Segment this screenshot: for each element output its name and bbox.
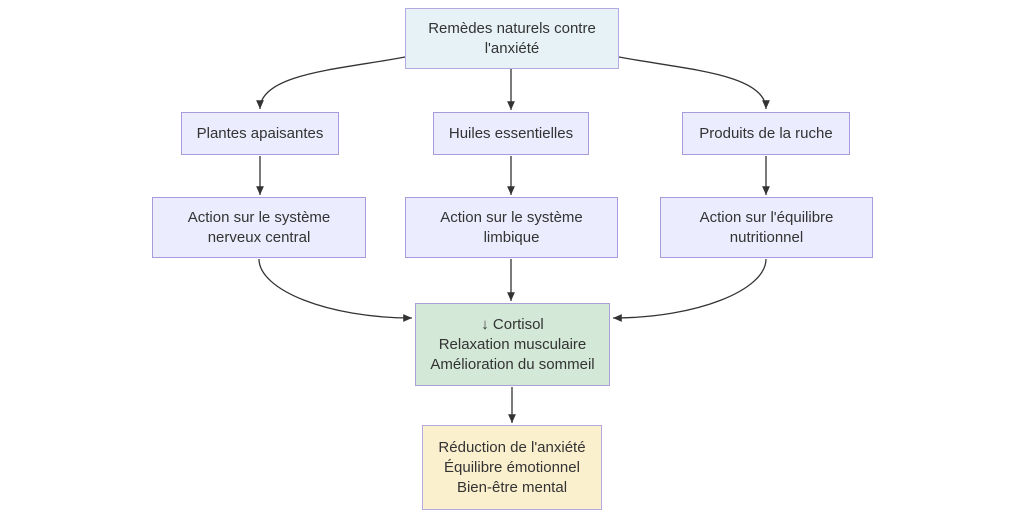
node-label-line: Huiles essentielles: [448, 124, 574, 142]
node-label-line: Action sur le système: [440, 208, 583, 226]
node-effets-physiologiques: ↓ Cortisol Relaxation musculaire Amélior…: [415, 303, 610, 386]
edge-root-plantes: [256, 56, 406, 110]
node-label-line: Réduction de l'anxiété: [438, 438, 586, 456]
node-label-line: Action sur le système: [187, 208, 331, 226]
edge-nutritionnel-effets: [612, 258, 767, 322]
node-remedes-naturels: Remèdes naturels contre l'anxiété: [405, 8, 619, 69]
node-label-line: Produits de la ruche: [699, 124, 833, 142]
node-label-line: Bien-être mental: [456, 478, 568, 496]
node-action-systeme-limbique: Action sur le système limbique: [405, 197, 618, 258]
node-huiles-essentielles: Huiles essentielles: [433, 112, 589, 155]
node-resultat-bien-etre: Réduction de l'anxiété Équilibre émotion…: [422, 425, 602, 510]
node-plantes-apaisantes: Plantes apaisantes: [181, 112, 339, 155]
node-label-line: Relaxation musculaire: [438, 335, 587, 353]
node-action-systeme-nerveux-central: Action sur le système nerveux central: [152, 197, 366, 258]
node-label-line: ↓ Cortisol: [481, 315, 544, 333]
node-label-line: l'anxiété: [484, 39, 540, 57]
node-label-line: Équilibre émotionnel: [444, 458, 580, 476]
node-action-equilibre-nutritionnel: Action sur l'équilibre nutritionnel: [660, 197, 873, 258]
node-label-line: nutritionnel: [729, 228, 804, 246]
node-label-line: Amélioration du sommeil: [430, 355, 595, 373]
edge-root-produits: [618, 56, 770, 110]
node-label-line: Action sur l'équilibre: [699, 208, 834, 226]
node-label-line: Remèdes naturels contre: [428, 19, 596, 37]
node-produits-de-la-ruche: Produits de la ruche: [682, 112, 850, 155]
node-label-line: nerveux central: [207, 228, 311, 246]
edge-snc-effets: [258, 258, 413, 322]
node-label-line: limbique: [483, 228, 540, 246]
node-label-line: Plantes apaisantes: [196, 124, 324, 142]
